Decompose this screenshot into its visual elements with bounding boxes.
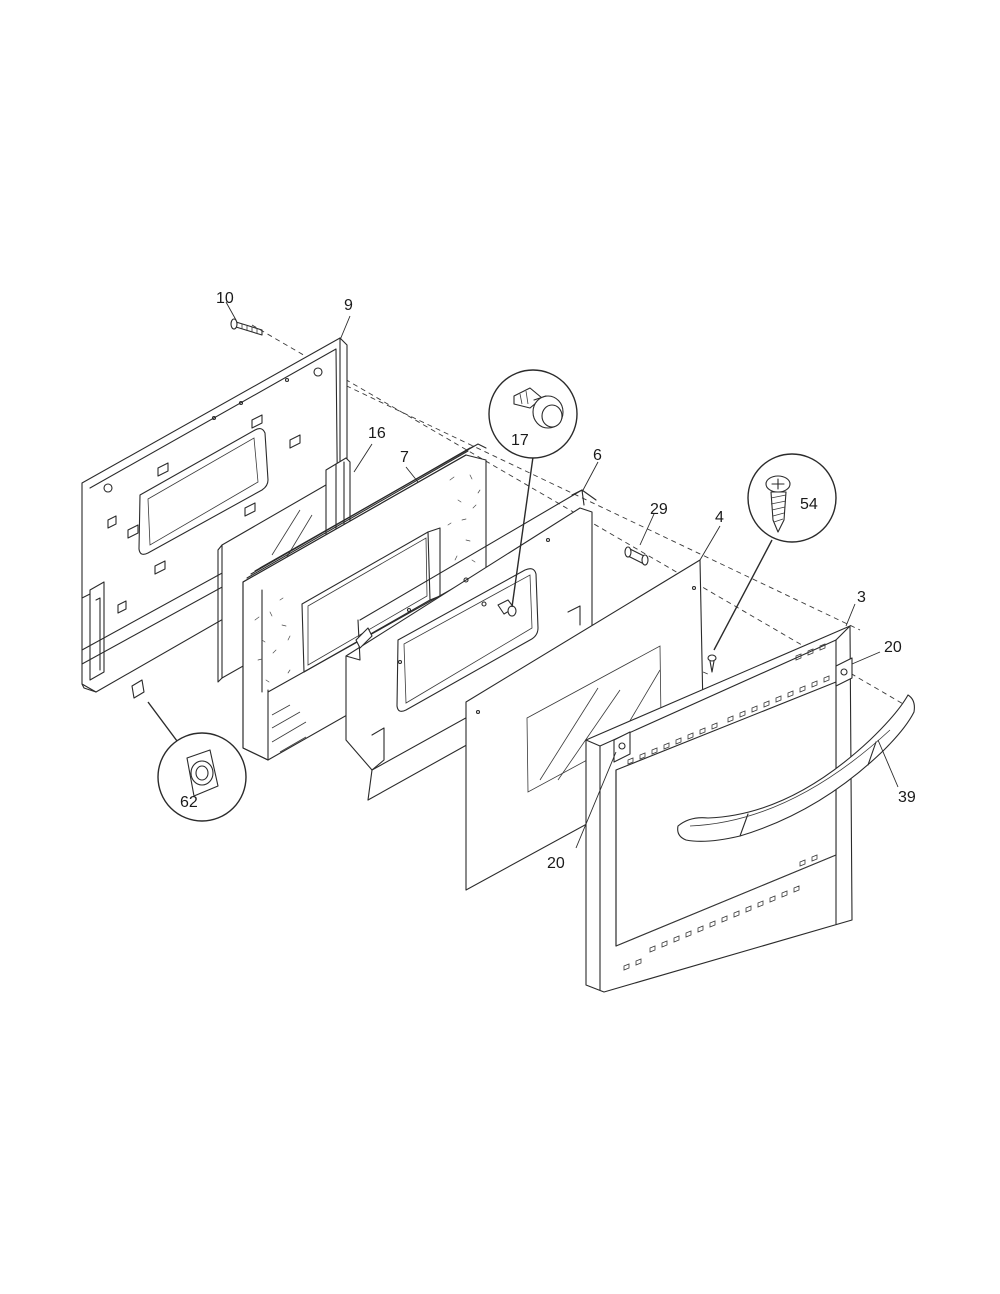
callout-16: 16: [368, 425, 386, 442]
callout-7: 7: [400, 449, 409, 466]
callout-10: 10: [216, 290, 234, 307]
callout-29: 29: [650, 501, 668, 518]
callout-labels: 10 9 16 7 17 6 29 4 54 3 20 39 20 62: [180, 290, 916, 872]
part-20-mount-right: [835, 657, 853, 687]
part-3-door-frame: [585, 625, 853, 993]
detail-circle-62: [157, 732, 247, 822]
part-17-component: [497, 599, 517, 617]
callout-3: 3: [857, 589, 866, 606]
frame-vents-bottom: [615, 854, 837, 971]
callout-9: 9: [344, 297, 353, 314]
callout-6: 6: [593, 447, 602, 464]
part-39-handle: [677, 694, 915, 842]
part-20-mount-left: [613, 731, 631, 763]
callout-20-left: 20: [547, 855, 565, 872]
part-7-insulation: [242, 443, 487, 761]
callout-20-right: 20: [884, 639, 902, 656]
callout-39: 39: [898, 789, 916, 806]
detail-circle-17: [488, 369, 578, 459]
part-10-screw: [230, 318, 263, 336]
detail-circle-54: [747, 453, 837, 543]
insulation-texture: [254, 474, 481, 683]
part-54-screw: [707, 654, 717, 673]
callout-62: 62: [180, 794, 198, 811]
frame-vents-top: [627, 643, 830, 765]
callout-4: 4: [715, 509, 724, 526]
callout-54: 54: [800, 496, 818, 513]
part-29-spacer: [624, 546, 649, 566]
callout-17: 17: [511, 432, 529, 449]
leader-lines: [131, 301, 899, 849]
